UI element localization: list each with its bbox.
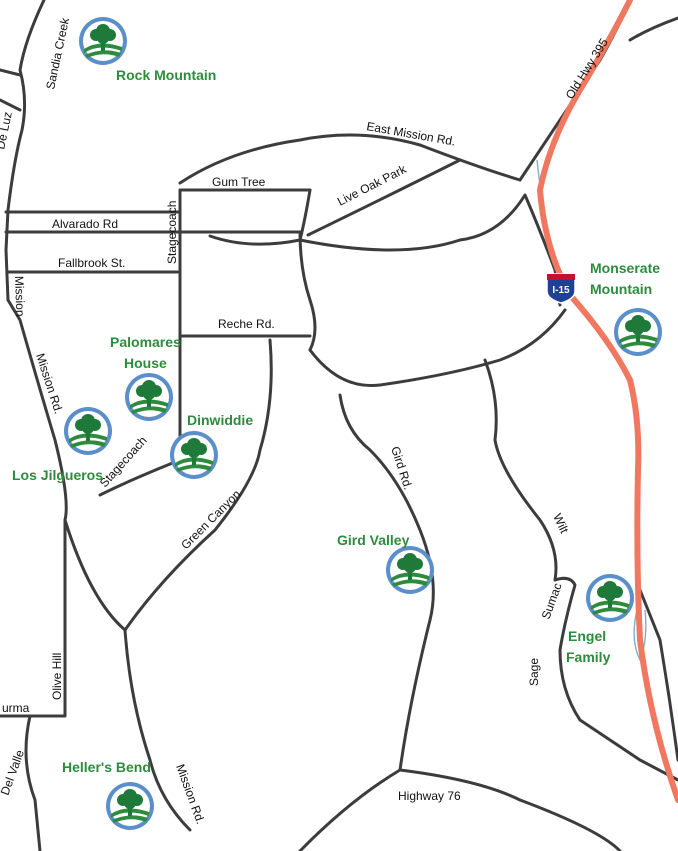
road-label-live-oak-park: Live Oak Park <box>335 162 409 209</box>
preserve-engel-family[interactable]: Engel Family <box>566 574 634 665</box>
preserve-label: Dinwiddie <box>187 412 253 428</box>
old-hwy-395-highlight <box>537 0 678 803</box>
preserve-label: Mountain <box>590 281 652 297</box>
preserve-label: Palomares <box>110 334 181 350</box>
road-label-wilt: Wilt <box>550 511 571 536</box>
road-label-de-luz: De Luz <box>0 111 15 151</box>
preserve-label: Gird Valley <box>337 532 410 548</box>
road-label-old-hwy-395: Old Hwy 395 <box>563 36 611 102</box>
preserve-label: Los Jilgueros <box>12 467 103 483</box>
road-label-reche: Reche Rd. <box>218 317 275 331</box>
road-label-east-mission: East Mission Rd. <box>365 119 456 148</box>
preserve-hellers-bend[interactable]: Heller's Bend <box>62 759 154 830</box>
road-label-gird-rd: Gird Rd. <box>388 445 415 492</box>
preserve-palomares-house[interactable]: Palomares House <box>110 334 181 421</box>
preserve-label: Engel <box>568 628 606 644</box>
preserve-los-jilgueros[interactable]: Los Jilgueros <box>12 407 112 483</box>
road-label-alvarado: Alvarado Rd <box>52 217 118 231</box>
road-label-sumac: Sumac <box>539 581 565 621</box>
road-label-fallbrook: Fallbrook St. <box>58 256 125 270</box>
tree-logo-icon <box>170 431 218 479</box>
preserve-rock-mountain[interactable]: Rock Mountain <box>79 17 216 83</box>
tree-logo-icon <box>386 546 434 594</box>
tree-logo-icon <box>614 308 662 356</box>
road-label-green-canyon: Green Canyon <box>178 487 243 552</box>
preserve-label: House <box>124 355 167 371</box>
i-15-label: I-15 <box>552 285 570 296</box>
tree-logo-icon <box>79 17 127 65</box>
tree-logo-icon <box>64 407 112 455</box>
preserve-gird-valley[interactable]: Gird Valley <box>337 532 434 594</box>
tree-logo-icon <box>586 574 634 622</box>
road-label-burma: urma <box>2 701 30 715</box>
road-label-olive-hill: Olive Hill <box>50 653 64 700</box>
road-label-del-valle: Del Valle <box>0 748 27 797</box>
road-label-stagecoach-north: Stagecoach <box>165 201 179 264</box>
road-label-sage: Sage <box>527 658 541 686</box>
road-label-gum-tree: Gum Tree <box>212 175 266 189</box>
tree-logo-icon <box>125 373 173 421</box>
preserve-label: Family <box>566 649 611 665</box>
preserve-monserate-mountain[interactable]: Monserate Mountain <box>590 260 662 356</box>
tree-logo-icon <box>106 782 154 830</box>
preserve-label: Heller's Bend <box>62 759 151 775</box>
road-label-highway-76: Highway 76 <box>398 789 461 803</box>
preserve-label: Monserate <box>590 260 660 276</box>
road-label-mission-north: Mission <box>12 276 27 317</box>
road-label-sandia-creek: Sandia Creek <box>43 16 72 91</box>
i-15-shield[interactable]: I-15 <box>546 273 576 304</box>
preserve-dinwiddie[interactable]: Dinwiddie <box>170 412 253 479</box>
preserve-label: Rock Mountain <box>116 67 216 83</box>
